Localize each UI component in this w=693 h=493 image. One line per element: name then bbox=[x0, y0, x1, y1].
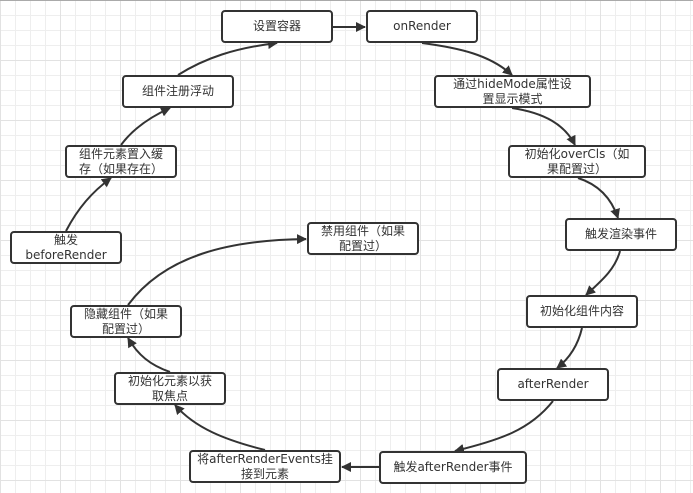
canvas-top-border bbox=[0, 0, 693, 1]
node-hide-mode[interactable]: 通过hideMode属性设置显示模式 bbox=[434, 75, 591, 108]
edge-n5-n6[interactable] bbox=[585, 250, 621, 296]
edge-n2-n3[interactable] bbox=[421, 42, 513, 76]
node-fire-render-event[interactable]: 触发渲染事件 bbox=[565, 218, 677, 251]
node-fire-after-render-event[interactable]: 触发afterRender事件 bbox=[379, 451, 527, 484]
node-label: onRender bbox=[393, 19, 451, 33]
edge-n6-n7[interactable] bbox=[556, 327, 583, 369]
edge-n9-n10[interactable] bbox=[174, 404, 266, 451]
node-label: 组件元素置入缓存（如果存在） bbox=[78, 146, 163, 176]
node-init-component-content[interactable]: 初始化组件内容 bbox=[526, 295, 638, 328]
node-label: 禁用组件（如果配置过） bbox=[320, 223, 405, 253]
node-register-floating[interactable]: 组件注册浮动 bbox=[122, 75, 234, 108]
node-label: 初始化元素以获取焦点 bbox=[127, 373, 212, 403]
edge-n10-n11[interactable] bbox=[127, 337, 171, 373]
node-init-overcls[interactable]: 初始化overCls（如果配置过） bbox=[508, 145, 646, 178]
node-init-focus-element[interactable]: 初始化元素以获取焦点 bbox=[114, 372, 226, 405]
node-label: 隐藏组件（如果配置过） bbox=[83, 306, 168, 336]
node-label: 组件注册浮动 bbox=[141, 84, 214, 98]
node-label: 初始化overCls（如果配置过） bbox=[524, 146, 630, 176]
node-label: 触发afterRender事件 bbox=[393, 460, 513, 474]
node-cache-component-element[interactable]: 组件元素置入缓存（如果存在） bbox=[65, 145, 177, 178]
node-fire-before-render[interactable]: 触发 beforeRender bbox=[10, 231, 122, 264]
edge-n4-n5[interactable] bbox=[577, 177, 620, 219]
node-label: 设置容器 bbox=[252, 19, 301, 33]
node-after-render[interactable]: afterRender bbox=[497, 368, 609, 401]
node-label: 触发渲染事件 bbox=[584, 227, 657, 241]
edge-n7-n8[interactable] bbox=[454, 400, 554, 454]
node-hide-component[interactable]: 隐藏组件（如果配置过） bbox=[70, 305, 182, 338]
edge-n3-n4[interactable] bbox=[511, 107, 576, 146]
node-label: afterRender bbox=[517, 377, 589, 391]
node-label: 通过hideMode属性设置显示模式 bbox=[453, 76, 572, 106]
node-attach-after-render-events[interactable]: 将afterRenderEvents挂接到元素 bbox=[189, 450, 341, 483]
node-set-container[interactable]: 设置容器 bbox=[221, 10, 333, 43]
edge-n14-n15[interactable] bbox=[120, 107, 171, 146]
node-on-render[interactable]: onRender bbox=[366, 10, 478, 43]
node-label: 初始化组件内容 bbox=[539, 304, 624, 318]
edge-n13-n14[interactable] bbox=[65, 177, 112, 232]
node-label: 将afterRenderEvents挂接到元素 bbox=[197, 451, 333, 481]
node-label: 触发 beforeRender bbox=[25, 232, 107, 262]
edge-n11-n12[interactable] bbox=[127, 234, 307, 306]
edge-n15-n1[interactable] bbox=[177, 39, 278, 76]
node-disable-component[interactable]: 禁用组件（如果配置过） bbox=[307, 222, 419, 255]
